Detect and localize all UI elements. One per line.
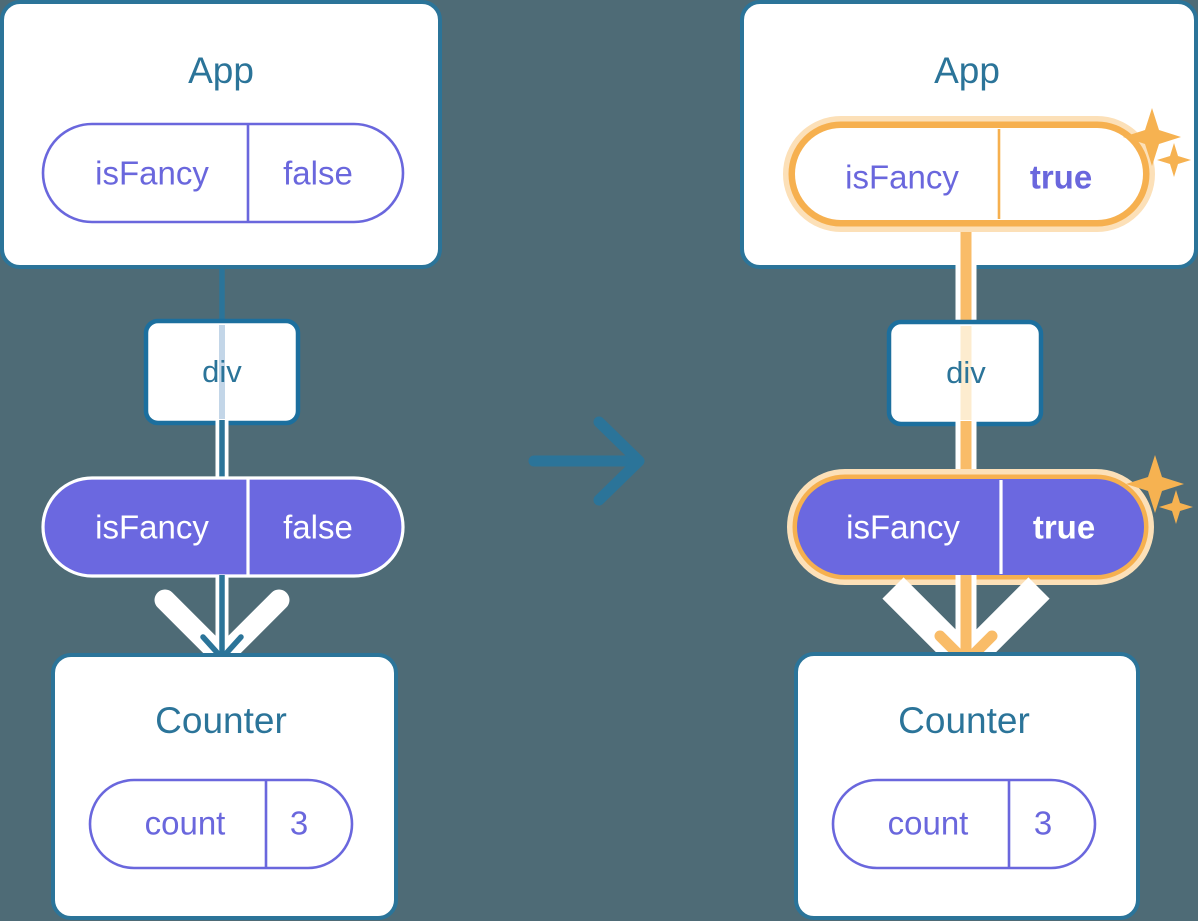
before-app-state-pill: isFancy false xyxy=(41,122,405,224)
before-arrow-to-counter xyxy=(154,575,290,668)
before-counter-card: Counter count 3 xyxy=(51,653,398,920)
before-prop-pill-key: isFancy xyxy=(95,509,209,546)
transition-arrow-icon xyxy=(528,416,645,506)
sparkle-small-icon xyxy=(1157,143,1191,177)
after-div-node-label: div xyxy=(946,355,986,390)
sparkle-small-icon xyxy=(1159,490,1193,524)
after-prop-pill: isFancy true xyxy=(787,469,1154,585)
before-counter-card-title: Counter xyxy=(155,700,287,741)
before-counter-state-pill: count 3 xyxy=(88,778,354,870)
after-arrow-to-counter xyxy=(882,575,1050,683)
after-app-card-title: App xyxy=(934,50,1000,91)
after-counter-card-title: Counter xyxy=(898,700,1030,741)
before-counter-state-pill-key: count xyxy=(145,805,226,842)
after-app-state-pill-body xyxy=(795,128,1143,220)
after-app-sparkle-group xyxy=(1123,108,1191,177)
before-div-node-label: div xyxy=(202,354,242,389)
after-app-state-pill-ring-inner xyxy=(788,121,1150,227)
before-app-state-pill-value: false xyxy=(283,155,353,192)
after-counter-state-pill-body xyxy=(831,778,1097,870)
before-counter-state-pill-value: 3 xyxy=(290,805,308,842)
after-counter-state-pill-value: 3 xyxy=(1034,805,1052,842)
before-prop-pill: isFancy false xyxy=(41,476,405,578)
sparkle-large-icon xyxy=(1126,455,1184,513)
after-prop-pill-value: true xyxy=(1033,509,1095,546)
after-counter-card: Counter count 3 xyxy=(794,652,1140,920)
after-prop-pill-body xyxy=(797,479,1144,575)
after-prop-pill-key: isFancy xyxy=(846,509,960,546)
before-app-state-pill-body xyxy=(41,122,405,224)
sparkle-large-icon xyxy=(1123,108,1181,166)
before-app-card-title: App xyxy=(188,50,254,91)
after-app-state-pill-value: true xyxy=(1030,159,1092,196)
before-prop-pill-value: false xyxy=(283,509,353,546)
after-app-state-pill-key: isFancy xyxy=(845,159,959,196)
after-counter-state-pill-key: count xyxy=(888,805,969,842)
before-app-state-pill-key: isFancy xyxy=(95,155,209,192)
after-prop-sparkle-group xyxy=(1126,455,1193,524)
panel-after: App isFancy true div xyxy=(740,0,1198,920)
before-div-node: div xyxy=(143,318,301,426)
panel-before: App isFancy false div isFancy false xyxy=(0,0,442,920)
before-counter-state-pill-body xyxy=(88,778,354,870)
after-counter-state-pill: count 3 xyxy=(831,778,1097,870)
after-app-state-pill: isFancy true xyxy=(783,116,1155,232)
after-div-node: div xyxy=(886,319,1044,427)
